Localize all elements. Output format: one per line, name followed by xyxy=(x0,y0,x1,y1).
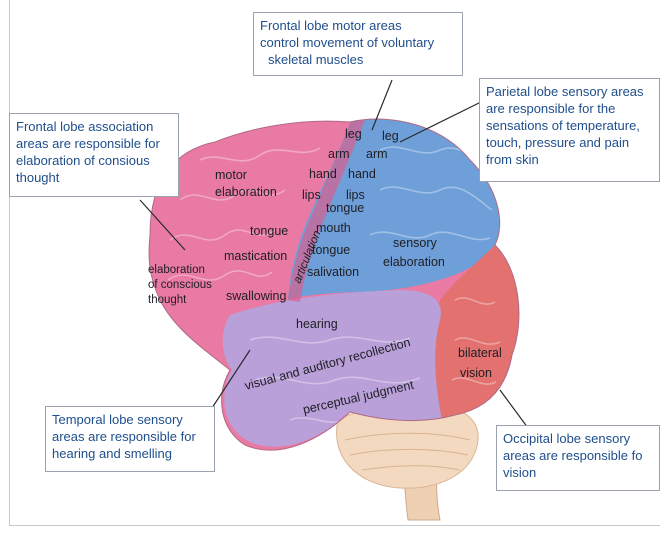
motor-lips-label: lips xyxy=(302,188,321,202)
swallowing-label: swallowing xyxy=(226,289,286,303)
frame-bottom xyxy=(9,525,660,526)
sensory-arm-label: arm xyxy=(366,147,388,161)
mouth-label: mouth xyxy=(316,221,351,235)
callout-line: control movement of voluntary xyxy=(260,34,456,51)
frame-left xyxy=(9,0,10,526)
frontal-association-callout: Frontal lobe association areas are respo… xyxy=(9,113,179,197)
motor-tongue-label: tongue xyxy=(250,224,288,238)
callout-line: areas are responsible for xyxy=(52,428,208,445)
callout-line: Frontal lobe association xyxy=(16,118,172,135)
callout-line: touch, pressure and pain xyxy=(486,134,653,151)
callout-line: Occipital lobe sensory xyxy=(503,430,653,447)
mastication-label: mastication xyxy=(224,249,287,263)
salivation-label: salivation xyxy=(307,265,359,279)
callout-line: Frontal lobe motor areas xyxy=(260,17,456,34)
callout-line: skeletal muscles xyxy=(260,51,456,68)
sensory-leg-label: leg xyxy=(382,129,399,143)
sensory-lips-label: lips xyxy=(346,188,365,202)
parietal-sensory-callout: Parietal lobe sensory areas are responsi… xyxy=(479,78,660,182)
callout-line: from skin xyxy=(486,151,653,168)
callout-line: Parietal lobe sensory areas xyxy=(486,83,653,100)
sensory-hand-label: hand xyxy=(348,167,376,181)
callout-line: Temporal lobe sensory xyxy=(52,411,208,428)
callout-line: vision xyxy=(503,464,653,481)
hearing-label: hearing xyxy=(296,317,338,331)
callout-line: areas are responsible for xyxy=(16,135,172,152)
sensory-tongue-2-label: tongue xyxy=(312,243,350,257)
callout-line: thought xyxy=(16,169,172,186)
motor-leg-label: leg xyxy=(345,127,362,141)
motor-hand-label: hand xyxy=(309,167,337,181)
motor-arm-label: arm xyxy=(328,147,350,161)
occipital-sensory-callout: Occipital lobe sensory areas are respons… xyxy=(496,425,660,491)
callout-line: elaboration of consious xyxy=(16,152,172,169)
frontal-motor-callout: Frontal lobe motor areas control movemen… xyxy=(253,12,463,76)
sensory-tongue-label: tongue xyxy=(326,201,364,215)
temporal-sensory-callout: Temporal lobe sensory areas are responsi… xyxy=(45,406,215,472)
callout-line: sensations of temperature, xyxy=(486,117,653,134)
callout-line: areas are responsible fo xyxy=(503,447,653,464)
callout-line: are responsible for the xyxy=(486,100,653,117)
callout-line: hearing and smelling xyxy=(52,445,208,462)
